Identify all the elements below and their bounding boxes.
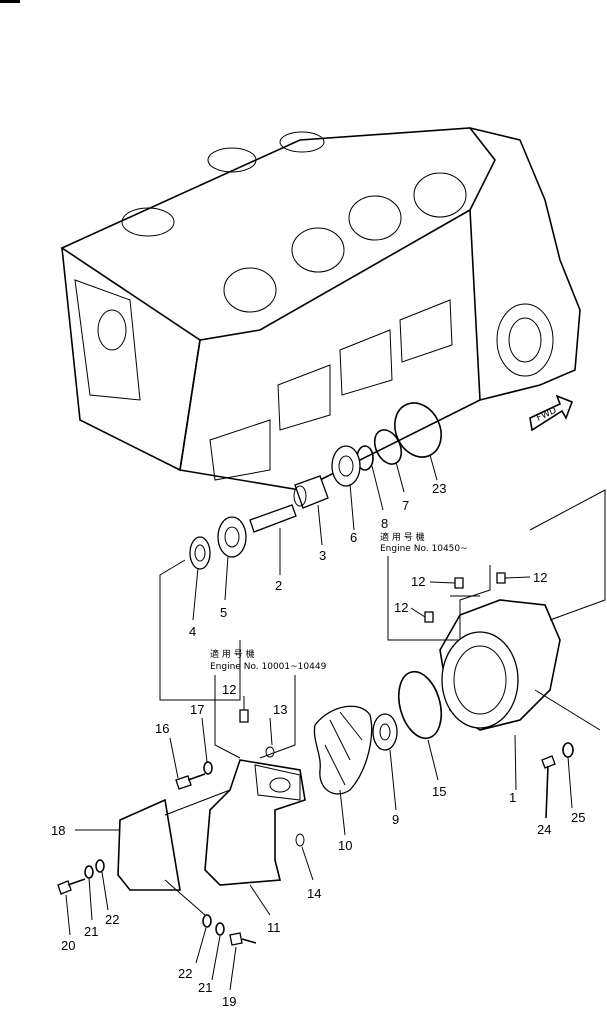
callout-12-c: 12 (533, 570, 547, 585)
washer-25 (562, 742, 574, 758)
corner-mark (0, 0, 20, 3)
washer-21-bottom (215, 922, 225, 936)
callout-21-bottom: 21 (198, 980, 212, 995)
bolt-24 (541, 755, 556, 819)
callout-15: 15 (432, 784, 446, 799)
note-2-text: Engine No. 10001~10449 (210, 662, 327, 672)
callout-labels: 23 7 8 6 3 2 5 4 12 12 12 12 13 17 16 15… (51, 481, 585, 1009)
note-1-jp: 適 用 号 機 (380, 531, 425, 543)
engine-block (60, 127, 581, 491)
washer-21-left (84, 865, 94, 879)
callout-10: 10 (338, 838, 352, 853)
note-box-1: 適 用 号 機 Engine No. 10450~ (380, 531, 531, 641)
callout-5: 5 (220, 605, 227, 620)
callout-1: 1 (509, 790, 516, 805)
elbow-11 (204, 759, 306, 916)
callout-2: 2 (275, 578, 282, 593)
callout-19: 19 (222, 994, 236, 1009)
bolt-19 (229, 932, 257, 991)
bolt-12-a (454, 577, 464, 589)
callout-24: 24 (537, 822, 551, 837)
seal-9 (372, 713, 398, 811)
bolt-12-c (496, 572, 506, 584)
note-1-text: Engine No. 10450~ (380, 544, 468, 554)
callout-9: 9 (392, 812, 399, 827)
callout-17: 17 (190, 702, 204, 717)
callout-18: 18 (51, 823, 65, 838)
callout-7: 7 (402, 498, 409, 513)
callout-12-b: 12 (394, 600, 408, 615)
note-box-2: 適 用 号 機 Engine No. 10001~10449 (210, 648, 327, 759)
impeller-10 (313, 705, 373, 836)
callout-23: 23 (432, 481, 446, 496)
callout-11: 11 (267, 920, 281, 935)
bolt-20 (57, 878, 86, 936)
callout-4: 4 (189, 624, 196, 639)
callout-12-d: 12 (222, 682, 236, 697)
callout-13: 13 (273, 702, 287, 717)
bolt-12-b (424, 611, 434, 623)
callout-22-left: 22 (105, 912, 119, 927)
callout-12-a: 12 (411, 574, 425, 589)
washer-17 (203, 761, 213, 775)
callout-3: 3 (319, 548, 326, 563)
bolt-12-d (239, 709, 249, 723)
callout-20: 20 (61, 938, 75, 953)
washer-22-left (95, 859, 105, 873)
note-2-jp: 適 用 号 機 (210, 648, 255, 660)
callout-6: 6 (350, 530, 357, 545)
bracket-18 (75, 789, 231, 916)
callout-8: 8 (381, 516, 388, 531)
pump-housing (439, 489, 606, 791)
o-ring-13 (265, 746, 275, 758)
callout-25: 25 (571, 810, 585, 825)
bolt-16 (169, 737, 206, 790)
leader-lines (159, 454, 438, 701)
callout-22-bottom: 22 (178, 966, 192, 981)
fwd-arrow: FWD (529, 394, 574, 432)
callout-21-left: 21 (84, 924, 98, 939)
callout-14: 14 (307, 886, 321, 901)
callout-16: 16 (155, 721, 169, 736)
o-ring-14 (295, 833, 305, 847)
washer-22-bottom (202, 914, 212, 928)
o-ring-15 (397, 670, 443, 740)
shaft-assembly (189, 402, 442, 570)
